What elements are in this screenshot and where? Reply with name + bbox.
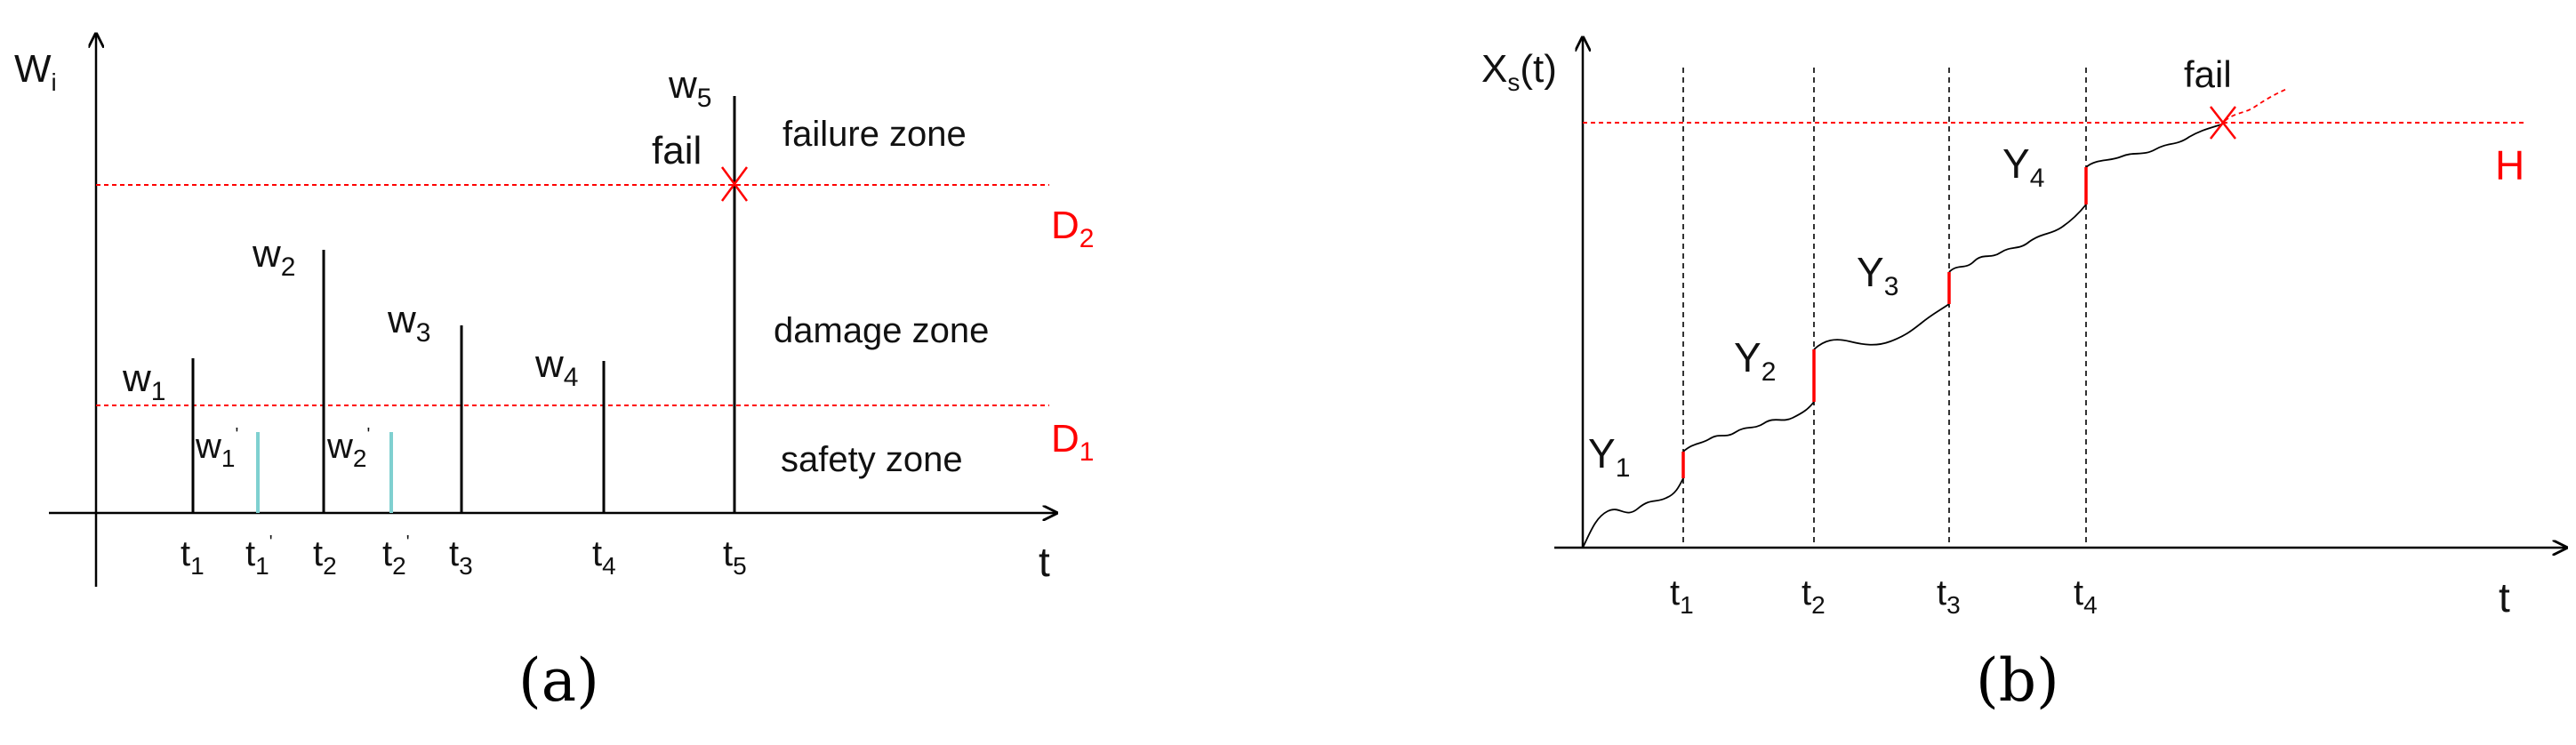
tick-label-t1: t1 — [181, 534, 205, 580]
panel-b-x-axis-label: t — [2499, 574, 2510, 621]
panel-b-threshold-h-label: H — [2495, 142, 2524, 188]
degradation-continuation — [2224, 88, 2288, 122]
tick-label-t3: t3 — [449, 534, 473, 580]
shock-label-w2-prime: w2' — [326, 425, 370, 472]
panel-a-y-axis-label: Wi — [14, 47, 57, 96]
shock-label-w3: w3 — [387, 298, 430, 348]
tick-label-t5: t5 — [723, 534, 747, 580]
panel-a-zone-safety: safety zone — [781, 440, 963, 479]
shock-label-w4: w4 — [534, 342, 578, 392]
shock-label-w2: w2 — [252, 232, 295, 282]
tick-label-t1-prime: t1' — [245, 533, 273, 580]
panel-b: Xs(t) t H fail Y1 Y2 Y3 Y4 — [1481, 37, 2566, 715]
degradation-segment-5 — [2085, 124, 2222, 168]
panel-b-fail-label: fail — [2184, 53, 2232, 95]
panel-a-x-axis-label: t — [1039, 539, 1050, 585]
shock-label-w5: w5 — [668, 63, 711, 113]
jump-label-y4: Y4 — [2002, 140, 2044, 193]
degradation-segment-2 — [1682, 401, 1815, 453]
panel-a-threshold-d1-label: D1 — [1051, 417, 1094, 467]
tick-label-t2: t2 — [313, 534, 337, 580]
panel-b-tick-label-t2: t2 — [1802, 573, 1826, 619]
panel-a-fail-marker — [720, 166, 749, 202]
panel-b-tick-label-t1: t1 — [1670, 573, 1694, 619]
jump-label-y2: Y2 — [1734, 334, 1776, 387]
degradation-segment-1 — [1582, 477, 1684, 549]
panel-a: Wi t D2 D1 failure zone damage zone safe… — [14, 34, 1094, 715]
shock-label-w1: w1 — [122, 356, 165, 406]
degradation-segment-3 — [1813, 303, 1950, 350]
panel-b-tick-label-t3: t3 — [1937, 573, 1961, 619]
panel-b-fail-marker — [2210, 106, 2236, 140]
panel-a-fail-label: fail — [652, 129, 702, 172]
panel-a-threshold-d2-label: D2 — [1051, 204, 1094, 253]
shock-label-w1-prime: w1' — [195, 425, 238, 472]
tick-label-t4: t4 — [592, 534, 616, 580]
jump-label-y3: Y3 — [1857, 249, 1898, 301]
jump-label-y1: Y1 — [1588, 430, 1630, 483]
panel-b-tick-label-t4: t4 — [2074, 573, 2098, 619]
degradation-segment-4 — [1948, 204, 2087, 273]
panel-a-zone-failure: failure zone — [782, 115, 967, 154]
tick-label-t2-prime: t2' — [382, 533, 410, 580]
panel-a-zone-damage: damage zone — [774, 311, 989, 350]
panel-b-y-axis-label: Xs(t) — [1481, 47, 1557, 96]
panel-a-caption: (a) — [518, 646, 599, 715]
panel-b-caption: (b) — [1976, 646, 2059, 715]
